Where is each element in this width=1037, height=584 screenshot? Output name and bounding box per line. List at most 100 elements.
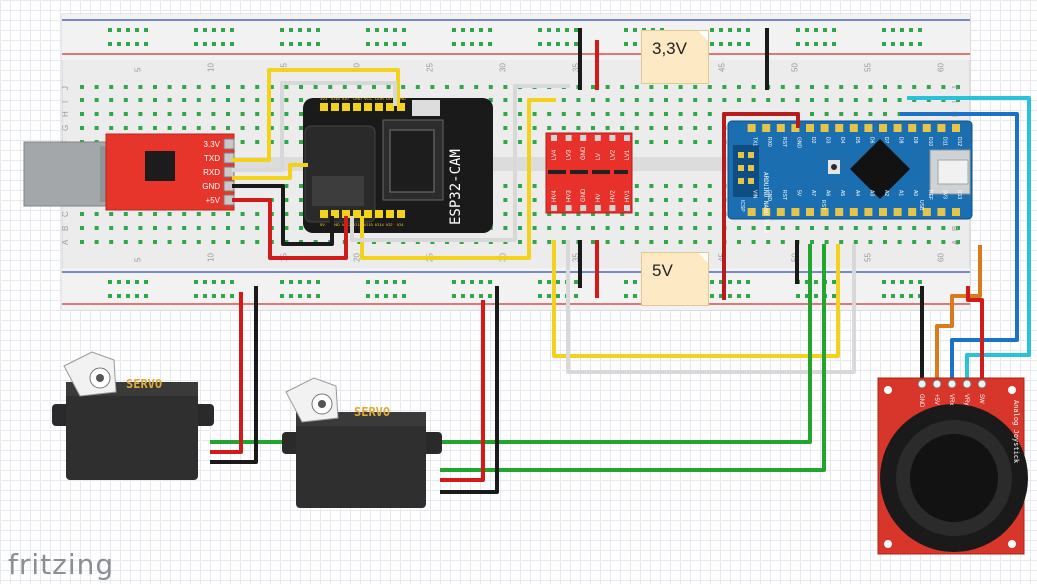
wire-joy-blue: [900, 112, 1019, 380]
esp-pin-label: 5V: [320, 222, 325, 227]
nano-pin: [864, 208, 873, 216]
nano-pin: [922, 124, 931, 132]
ls-pin: [594, 135, 601, 141]
column-number: 20: [352, 63, 361, 72]
ls-pin-label: HV4: [552, 190, 558, 202]
column-number: 60: [936, 63, 945, 72]
nano-pin: [922, 208, 931, 216]
esp-pin-label: IO13: [353, 222, 362, 227]
arduino-nano: D12D11D10D9D8D7D6D5D4D3D2GNDRSTRX0TX1D13…: [727, 120, 973, 234]
usb-ttl-pin-label: RXD: [203, 168, 220, 177]
nano-pin: [849, 124, 858, 132]
column-number: 50: [790, 63, 799, 72]
nano-pin: [791, 124, 800, 132]
wire-joy-orange: [935, 245, 982, 380]
nano-pin-label: 5V: [795, 190, 801, 197]
nano-pin: [952, 208, 960, 216]
nano-pin-label: D7: [883, 137, 889, 144]
nano-pin-label: VIN: [752, 190, 758, 199]
ls-pin: [624, 135, 630, 141]
ls-pin: [609, 135, 616, 141]
esp-pin-label: GND: [331, 222, 340, 227]
esp-pin: [364, 210, 372, 218]
nano-pin-label: A4: [854, 190, 860, 196]
column-number: 45: [717, 253, 726, 262]
joystick-pin-label: VRx: [948, 394, 954, 405]
nano-pin-label: 3V3: [941, 190, 947, 199]
ls-pin-label: HV1: [625, 190, 631, 202]
ls-pin: [551, 135, 557, 141]
ls-pin: [580, 135, 587, 141]
nano-pin: [835, 124, 844, 132]
esp-pin-label: IO15: [364, 222, 373, 227]
note-5v-text: 5V: [652, 261, 673, 280]
ls-pin-label: HV3: [567, 190, 573, 202]
column-number: 5: [133, 67, 142, 72]
nano-pin-label: GND: [795, 137, 801, 149]
ls-pin-label: GND: [581, 146, 587, 160]
nano-side-label: RST: [820, 200, 826, 210]
nano-pin-label: D13: [956, 190, 962, 199]
esp-pin: [364, 103, 372, 111]
column-number: 35: [571, 253, 580, 262]
column-number: 10: [206, 63, 215, 72]
ls-pin: [624, 205, 630, 211]
note-5v: 5V: [641, 252, 709, 306]
nano-pin: [835, 208, 844, 216]
ls-pin-label: GND: [581, 188, 587, 202]
nano-side-label: USB: [918, 200, 924, 211]
joystick-pin: [917, 379, 927, 389]
servo-2: SERVO: [282, 377, 442, 508]
nano-pin: [893, 124, 902, 132]
esp-pin: [331, 103, 339, 111]
esp-pin-label: IO2: [386, 222, 393, 227]
nano-pin: [864, 124, 873, 132]
nano-pin-label: REF: [927, 190, 933, 200]
wires: [210, 28, 1031, 494]
ls-pin-label: LV4: [552, 149, 558, 160]
nano-pin-label: RX0: [766, 137, 772, 147]
column-number: 50: [790, 253, 799, 262]
nano-pin: [776, 124, 785, 132]
row-letter: C: [61, 211, 70, 217]
nano-side-label: ICSP: [739, 200, 745, 212]
nano-pin-label: D10: [927, 137, 933, 146]
note-3v3: 3,3V: [641, 30, 709, 84]
joystick-pin-label: +5V: [933, 394, 939, 405]
nano-pin: [879, 208, 887, 216]
esp-pin: [342, 210, 350, 218]
usb-plug: [23, 141, 111, 207]
nano-pin-label: A5: [839, 190, 845, 196]
esp-pin: [386, 210, 394, 218]
joystick-pin-label: GND: [918, 394, 924, 408]
joystick-pin: [932, 379, 942, 389]
row-letter: A: [951, 239, 960, 245]
nano-pin-label: RST: [781, 190, 787, 200]
esp-pin-label: 3V3: [320, 96, 328, 101]
esp-pin-label: GND: [397, 96, 406, 101]
row-letter: J: [61, 86, 70, 90]
nano-pin-label: D9: [912, 137, 918, 144]
nano-pin-label: D3: [825, 137, 831, 144]
wire-servo2-vcc: [440, 300, 485, 482]
esp-pin-label: UOR: [375, 96, 384, 101]
nano-pin: [820, 208, 829, 216]
nano-pin-label: TX1: [752, 137, 758, 146]
nano-chip: [850, 139, 910, 199]
esp-pin: [353, 103, 361, 111]
wire-white-nano: [566, 240, 856, 374]
nano-pin: [952, 124, 960, 132]
column-number: 55: [863, 253, 872, 262]
note-3v3-text: 3,3V: [652, 39, 687, 58]
nano-pin: [806, 208, 814, 216]
servo-1-label: SERVO: [126, 377, 162, 391]
ls-pin: [551, 205, 557, 211]
nano-pin-label: D4: [839, 137, 845, 144]
nano-pin: [893, 208, 902, 216]
usb-ttl-pin: [223, 138, 235, 150]
esp-pin: [397, 210, 405, 218]
joystick-pin: [977, 379, 987, 389]
wire-rxd: [232, 163, 308, 180]
